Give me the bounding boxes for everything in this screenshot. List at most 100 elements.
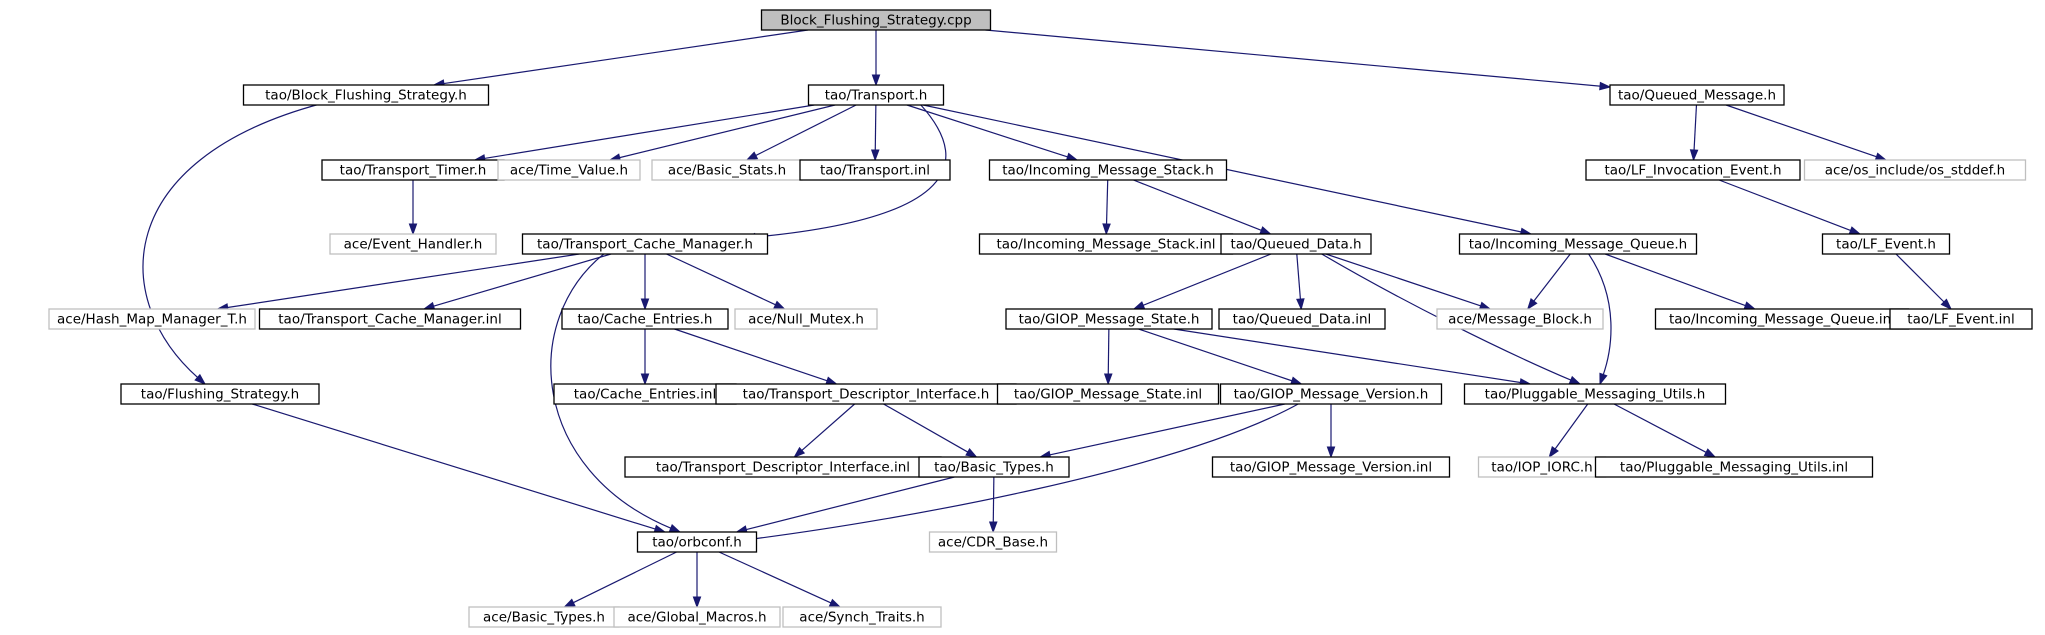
edge-line: [1604, 253, 1747, 307]
edge-arrowhead: [194, 373, 207, 385]
node-box: [329, 233, 497, 255]
node-transport-inl[interactable]: tao/Transport.inl: [799, 159, 951, 181]
edge-line: [1325, 253, 1482, 307]
edge-arrowhead: [1874, 152, 1888, 161]
node-queued-msg-h[interactable]: tao/Queued_Message.h: [1609, 84, 1785, 106]
node-tdi-inl[interactable]: tao/Transport_Descriptor_Interface.inl: [624, 456, 942, 478]
edge-arrowhead: [870, 149, 880, 162]
edge-line: [718, 551, 833, 604]
node-box: [636, 531, 758, 553]
node-label: tao/GIOP_Message_State.inl: [1014, 387, 1202, 403]
edge-line: [1173, 328, 1522, 384]
node-label: tao/orbconf.h: [652, 535, 742, 551]
node-lf-inv-h[interactable]: tao/LF_Invocation_Event.h: [1585, 159, 1801, 181]
node-label: tao/Queued_Data.h: [1230, 237, 1361, 253]
node-orbconf-h[interactable]: tao/orbconf.h: [636, 531, 758, 553]
node-box: [1458, 233, 1698, 255]
node-bfs-h[interactable]: tao/Block_Flushing_Strategy.h: [242, 84, 490, 106]
node-label: tao/Cache_Entries.h: [578, 312, 713, 328]
node-label: ace/os_include/os_stddef.h: [1825, 163, 2005, 179]
edge-bfs_h-to-flushing_h: [142, 103, 321, 385]
node-label: tao/Transport.h: [825, 88, 928, 104]
nodes-layer: Block_Flushing_Strategy.cpp tao/Block_Flu…: [48, 9, 2033, 628]
node-queued-data-inl[interactable]: tao/Queued_Data.inl: [1218, 308, 1386, 330]
node-box: [1211, 456, 1451, 478]
node-box: [258, 308, 522, 330]
edge-arrowhead: [793, 446, 806, 458]
node-giop-version-h[interactable]: tao/GIOP_Message_Version.h: [1219, 383, 1443, 405]
node-tao-basic-types-h[interactable]: tao/Basic_Types.h: [918, 456, 1070, 478]
node-box: [988, 159, 1228, 181]
node-label: tao/Pluggable_Messaging_Utils.h: [1485, 387, 1706, 403]
edge-transport_timer_h-to-event_handler_h: [408, 180, 418, 236]
node-box: [48, 308, 256, 330]
edge-line: [442, 29, 809, 85]
node-tcm-inl[interactable]: tao/Transport_Cache_Manager.inl: [258, 308, 522, 330]
node-ims-h[interactable]: tao/Incoming_Message_Stack.h: [988, 159, 1228, 181]
edge-line: [874, 104, 877, 152]
edge-line: [906, 104, 1069, 158]
edge-arrowhead: [692, 596, 702, 609]
edge-line: [745, 476, 955, 531]
node-pmu-inl[interactable]: tao/Pluggable_Messaging_Utils.inl: [1594, 456, 1874, 478]
edge-arrowhead: [1259, 226, 1272, 235]
node-label: ace/Null_Mutex.h: [748, 312, 864, 328]
node-root[interactable]: Block_Flushing_Strategy.cpp: [760, 9, 992, 31]
edge-arrowhead: [668, 524, 682, 533]
node-lf-event-h[interactable]: tao/LF_Event.h: [1821, 233, 1951, 255]
edge-orbconf_h-to-ace_basic_types_h: [563, 551, 677, 608]
node-os-stddef-h: ace/os_include/os_stddef.h: [1803, 159, 2027, 181]
node-flushing-h[interactable]: tao/Flushing_Strategy.h: [120, 383, 320, 405]
edge-line: [226, 253, 580, 309]
node-box: [734, 308, 878, 330]
edge-tcm_h-to-cache_entries_h: [640, 254, 650, 311]
edge-arrowhead: [1568, 375, 1582, 385]
node-label: tao/Transport_Descriptor_Interface.inl: [656, 460, 910, 476]
node-label: tao/Transport_Cache_Manager.inl: [278, 312, 502, 328]
edge-arrowhead: [1290, 376, 1303, 385]
edge-pmu_h-to-pmu_inl: [1613, 403, 1717, 458]
node-transport-timer-h[interactable]: tao/Transport_Timer.h: [321, 159, 505, 181]
node-tdi-h[interactable]: tao/Transport_Descriptor_Interface.h: [715, 383, 1017, 405]
node-event-handler-h: ace/Event_Handler.h: [329, 233, 497, 255]
node-synch-traits-h: ace/Synch_Traits.h: [782, 606, 942, 628]
edge-line: [1895, 253, 1946, 304]
node-queued-data-h[interactable]: tao/Queued_Data.h: [1220, 233, 1372, 255]
edge-line: [1296, 253, 1302, 301]
node-giop-state-inl[interactable]: tao/GIOP_Message_State.inl: [996, 383, 1220, 405]
node-cache-entries-h[interactable]: tao/Cache_Entries.h: [561, 308, 729, 330]
node-giop-version-inl[interactable]: tao/GIOP_Message_Version.inl: [1211, 456, 1451, 478]
node-pmu-h[interactable]: tao/Pluggable_Messaging_Utils.h: [1463, 383, 1727, 405]
node-lf-event-inl[interactable]: tao/LF_Event.inl: [1889, 308, 2033, 330]
node-ims-inl[interactable]: tao/Incoming_Message_Stack.inl: [978, 233, 1234, 255]
edge-giop_state_h-to-giop_version_h: [1138, 328, 1303, 385]
node-transport-h[interactable]: tao/Transport.h: [807, 84, 945, 106]
node-tcm-h[interactable]: tao/Transport_Cache_Manager.h: [521, 233, 769, 255]
edge-orbconf_h-to-global_macros_h: [692, 552, 702, 609]
node-label: tao/GIOP_Message_State.h: [1019, 312, 1200, 328]
node-message-block-h: ace/Message_Block.h: [1436, 308, 1604, 330]
edge-tao_basic_types_h-to-cdr_base_h: [988, 476, 998, 534]
node-imq-h[interactable]: tao/Incoming_Message_Queue.h: [1458, 233, 1698, 255]
node-label: tao/Incoming_Message_Stack.inl: [996, 237, 1215, 253]
edge-line: [1587, 252, 1612, 376]
edge-line: [1554, 403, 1589, 451]
node-box: [521, 233, 769, 255]
edge-arrowhead: [1548, 445, 1559, 459]
node-global-macros-h: ace/Global_Macros.h: [613, 606, 781, 628]
node-box: [1821, 233, 1951, 255]
node-label: tao/Incoming_Message_Queue.h: [1469, 237, 1688, 253]
edge-tcm_h-to-tcm_inl: [422, 253, 612, 311]
edge-line: [252, 403, 657, 530]
node-label: tao/Transport_Cache_Manager.h: [537, 237, 753, 253]
node-box: [120, 383, 320, 405]
node-cdr-base-h: ace/CDR_Base.h: [928, 531, 1058, 553]
node-cache-entries-inl[interactable]: tao/Cache_Entries.inl: [553, 383, 737, 405]
node-imq-inl[interactable]: tao/Incoming_Message_Queue.inl: [1654, 308, 1910, 330]
node-box: [1803, 159, 2027, 181]
edge-giop_version_h-to-giop_version_inl: [1326, 404, 1336, 459]
node-box: [1220, 233, 1372, 255]
edge-queued_data_h-to-queued_data_inl: [1296, 253, 1305, 311]
edge-arrowhead: [1065, 152, 1079, 161]
node-giop-state-h[interactable]: tao/GIOP_Message_State.h: [1005, 308, 1213, 330]
